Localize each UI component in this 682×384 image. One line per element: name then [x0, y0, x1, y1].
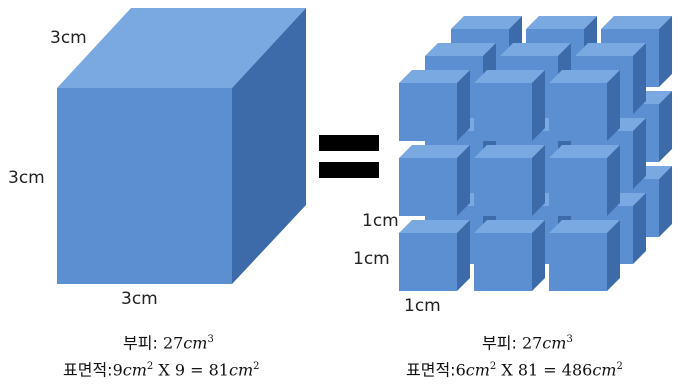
small-cube-d0-r1-c0	[399, 145, 470, 216]
small-cube-label-bottom: 1cm	[404, 296, 441, 316]
small-cube-label-side: 1cm	[353, 249, 390, 269]
right-surface-formula: 표면적:6cm2 X 81 = 486cm2	[406, 360, 623, 380]
small-cube-d0-r2-c2	[549, 220, 620, 291]
large-cube-bottom-label: 3cm	[121, 289, 158, 309]
large-cube-front-face	[57, 88, 232, 284]
large-cube-top-label: 3cm	[50, 28, 87, 48]
right-volume-formula: 부피: 27cm3	[482, 333, 573, 353]
small-cube-d0-r2-c1	[474, 220, 545, 291]
small-cube-grid	[399, 16, 672, 291]
large-cube-top-face	[57, 8, 306, 88]
left-volume-formula: 부피: 27cm3	[123, 333, 214, 353]
small-cube-label-top: 1cm	[362, 211, 399, 231]
large-cube	[57, 8, 306, 284]
large-cube-side-label: 3cm	[8, 168, 45, 188]
small-cube-d0-r2-c0	[399, 220, 470, 291]
small-cube-d0-r0-c2	[549, 70, 620, 141]
large-cube-side-face	[232, 8, 306, 284]
small-cube-d0-r1-c2	[549, 145, 620, 216]
small-cube-d0-r1-c1	[474, 145, 545, 216]
left-surface-formula: 표면적:9cm2 X 9 = 81cm2	[63, 360, 260, 380]
small-cube-d0-r0-c0	[399, 70, 470, 141]
equals-sign	[319, 135, 379, 178]
small-cube-d0-r0-c1	[474, 70, 545, 141]
